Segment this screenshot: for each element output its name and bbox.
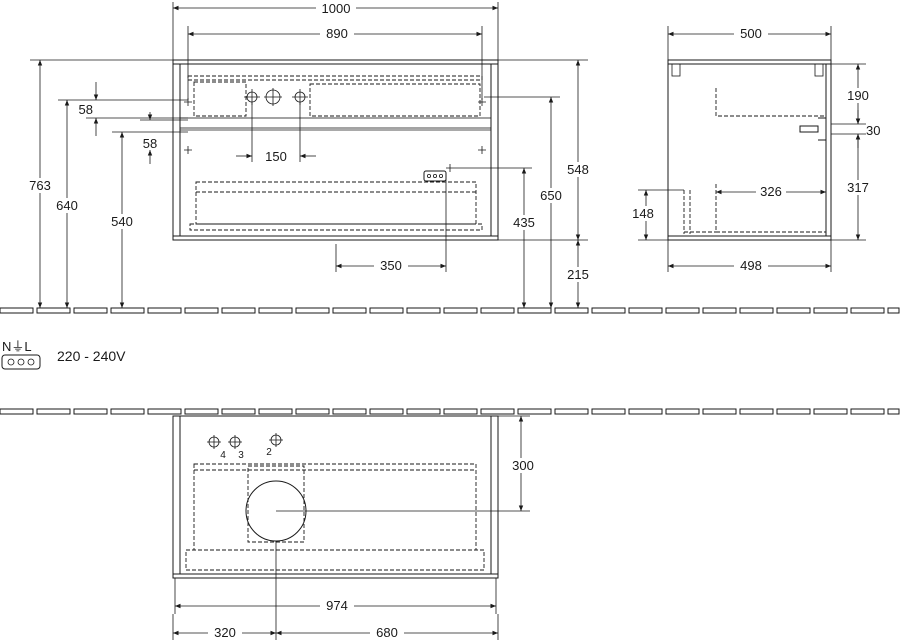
- dim-148: 148: [632, 206, 654, 221]
- dim-height-540: 540: [111, 214, 133, 229]
- dim-215: 215: [567, 267, 589, 282]
- floor-segment: [776, 408, 811, 415]
- floor-segment: [332, 307, 367, 314]
- floor-segment: [517, 408, 552, 415]
- tap-connection-icons: [244, 88, 308, 106]
- floor-segment: [258, 307, 293, 314]
- floor-segment: [887, 307, 900, 314]
- dim-320: 320: [214, 625, 236, 640]
- dim-317: 317: [847, 180, 869, 195]
- floor-segment: [36, 307, 71, 314]
- dim-depth-498: 498: [740, 258, 762, 273]
- dim-height-640: 640: [56, 198, 78, 213]
- dim-depth-500: 500: [740, 26, 762, 41]
- floor-segment: [406, 408, 441, 415]
- dim-width-890: 890: [326, 26, 348, 41]
- floor-segment: [591, 307, 626, 314]
- voltage-label: 220 - 240V: [57, 348, 126, 364]
- dim-680: 680: [376, 625, 398, 640]
- floor-segment: [702, 408, 737, 415]
- dim-width-1000: 1000: [322, 1, 351, 16]
- floor-segment: [702, 307, 737, 314]
- dim-650: 650: [540, 188, 562, 203]
- floor-segment: [184, 307, 219, 314]
- floor-segment: [591, 408, 626, 415]
- floor-segment: [776, 307, 811, 314]
- floor-segment: [0, 408, 34, 415]
- dim-190: 190: [847, 88, 869, 103]
- floor-segment: [0, 307, 34, 314]
- floor-segment: [147, 307, 182, 314]
- floor-segment: [813, 307, 848, 314]
- floor-segment: [258, 408, 293, 415]
- floor-segment: [110, 307, 145, 314]
- floor-segment: [36, 408, 71, 415]
- floor-segment: [480, 307, 515, 314]
- floor-segment: [665, 307, 700, 314]
- connection-markers: [207, 433, 283, 449]
- floor-segment: [443, 408, 478, 415]
- floor-segment: [480, 408, 515, 415]
- front-view: 1000 890 763 640 540 58 58: [26, 0, 592, 308]
- dim-350: 350: [380, 258, 402, 273]
- floor-segment: [221, 408, 256, 415]
- floor-segment: [739, 307, 774, 314]
- floor-segment: [369, 307, 404, 314]
- top-cabinet-outline: [172, 415, 499, 579]
- floor-segment: [739, 408, 774, 415]
- floor-segment: [850, 408, 885, 415]
- floor-segment: [73, 408, 108, 415]
- floor-segment: [628, 408, 663, 415]
- dim-300: 300: [512, 458, 534, 473]
- dim-150: 150: [265, 149, 287, 164]
- floor-segment: [184, 408, 219, 415]
- front-cabinet-outline: [172, 59, 499, 241]
- dim-30: 30: [866, 123, 880, 138]
- floor-segment: [850, 307, 885, 314]
- dim-326: 326: [760, 184, 782, 199]
- floor-segment: [813, 408, 848, 415]
- floor-segment: [628, 307, 663, 314]
- floor-line-lower: [0, 408, 900, 415]
- floor-segment: [665, 408, 700, 415]
- floor-line-upper: [0, 307, 900, 314]
- floor-segment: [369, 408, 404, 415]
- floor-segment: [554, 307, 589, 314]
- dim-58-lower: 58: [143, 136, 157, 151]
- floor-segment: [295, 408, 330, 415]
- floor-segment: [517, 307, 552, 314]
- dim-548: 548: [567, 162, 589, 177]
- top-view: 4 3 2 300 974 320 680: [172, 415, 540, 640]
- floor-segment: [295, 307, 330, 314]
- floor-segment: [443, 307, 478, 314]
- floor-segment: [221, 307, 256, 314]
- connection-label-2: 2: [266, 447, 272, 458]
- floor-segment: [887, 408, 900, 415]
- dim-height-763: 763: [29, 178, 51, 193]
- side-view: 500 498 190 30 317 326 148: [628, 26, 880, 273]
- front-upper-drawer: [179, 117, 492, 129]
- floor-segment: [332, 408, 367, 415]
- dim-435: 435: [513, 215, 535, 230]
- electrical-socket-icon: [1, 354, 41, 370]
- connection-label-3: 3: [238, 450, 244, 461]
- dim-974: 974: [326, 598, 348, 613]
- floor-segment: [554, 408, 589, 415]
- floor-segment: [147, 408, 182, 415]
- electrical-info: N⏚L 220 - 240V: [1, 339, 126, 370]
- floor-segment: [110, 408, 145, 415]
- floor-segment: [406, 307, 441, 314]
- floor-segment: [73, 307, 108, 314]
- earth-symbol-label: N⏚L: [2, 339, 32, 354]
- dim-58-upper: 58: [79, 102, 93, 117]
- connection-label-4: 4: [220, 450, 226, 461]
- side-cabinet-outline: [667, 59, 832, 241]
